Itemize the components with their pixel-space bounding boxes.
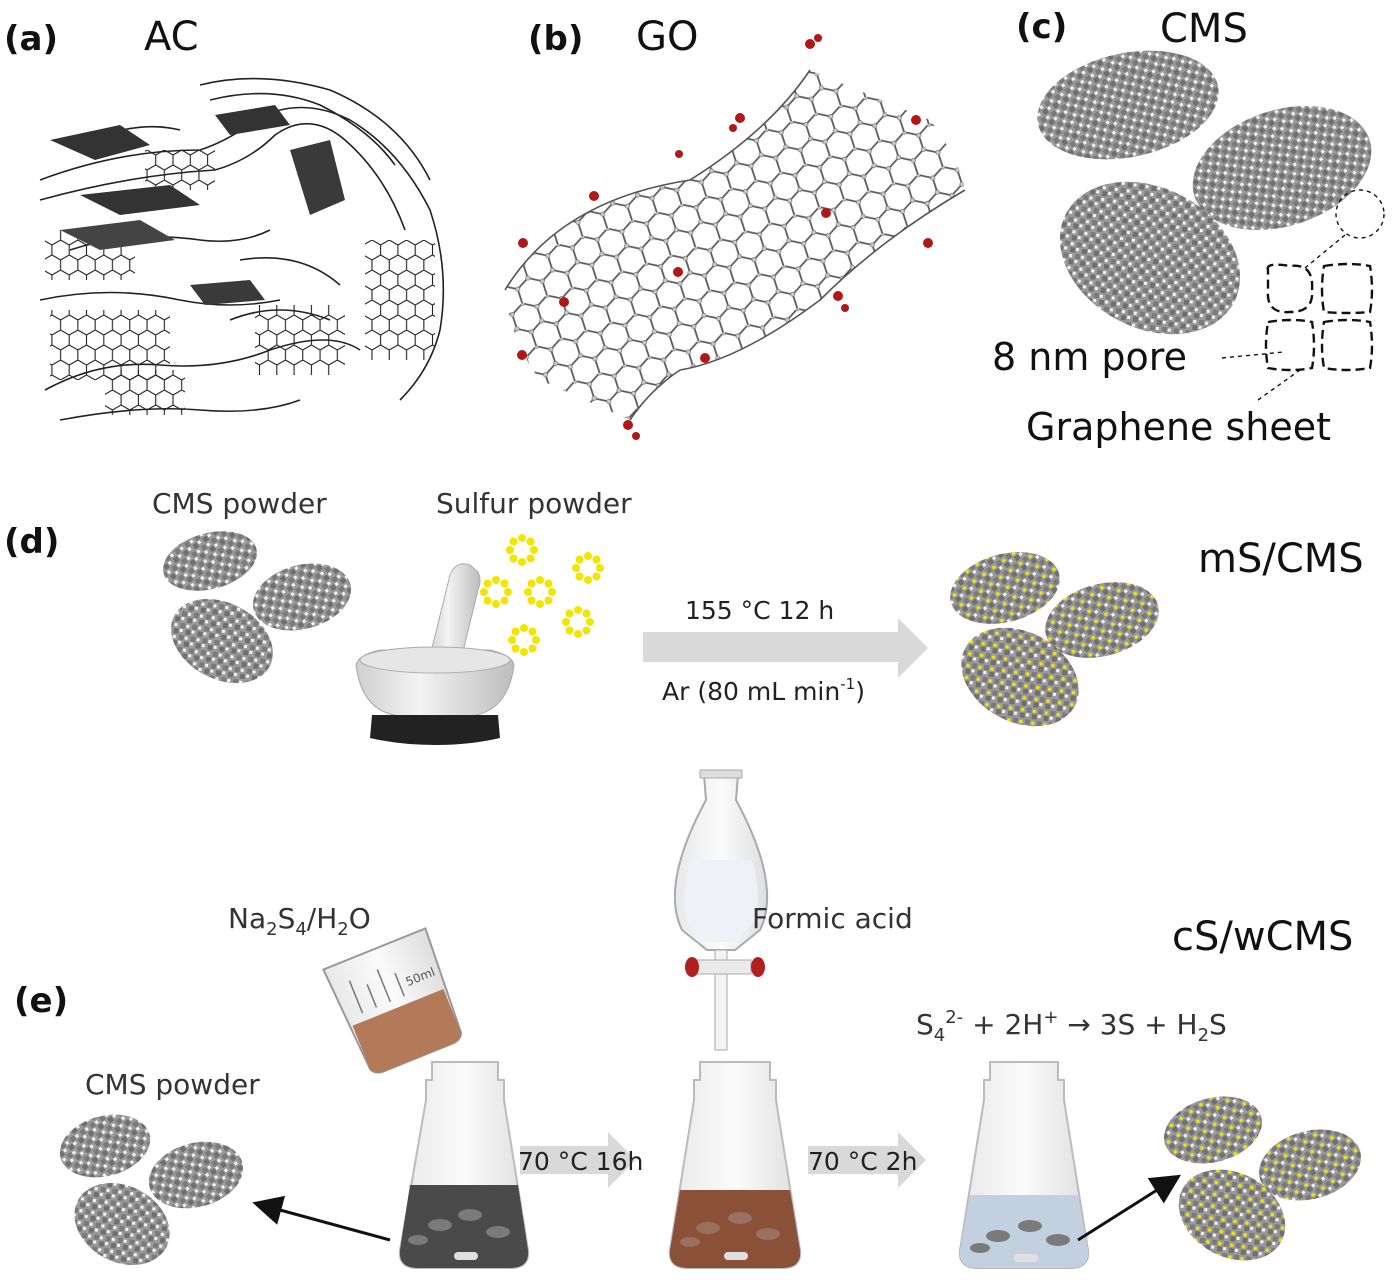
arrow2-label: 70 °C 2h	[808, 1147, 917, 1176]
flask-2	[668, 1061, 802, 1269]
activated-carbon-sketch	[39, 77, 445, 421]
formic-acid-label: Formic acid	[752, 902, 913, 935]
arrow-condition-gas: Ar (80 mL min-1)	[662, 675, 865, 706]
sulfur-loaded-particle	[1178, 1169, 1286, 1261]
process-arrow-2	[808, 1132, 926, 1188]
sulfur-loaded-particle	[1045, 582, 1159, 658]
cms-particle	[1037, 50, 1219, 160]
panel-c: (c) CMS 8 nm pore Graphene sheet	[992, 6, 1385, 449]
zoom-circle	[1335, 189, 1385, 239]
cms-powder-label: CMS powder	[152, 487, 327, 520]
cms-particle	[148, 1141, 244, 1209]
pouring-beaker: 50ml	[322, 927, 463, 1074]
arrow-to-cms	[252, 1195, 391, 1242]
arrow1-label: 70 °C 16h	[518, 1147, 643, 1176]
arrow-to-product	[1077, 1174, 1182, 1242]
process-arrow	[643, 618, 928, 678]
panel-a-letter: (a)	[4, 19, 58, 59]
product-label-cs-wcms: cS/wCMS	[1172, 914, 1353, 960]
panel-a-title: AC	[144, 14, 199, 60]
sulfur-loaded-particle	[1259, 1129, 1361, 1201]
sulfur-loaded-particle	[1163, 1096, 1263, 1164]
sulfur-loaded-particle	[950, 552, 1060, 624]
flask-1	[398, 1061, 530, 1269]
cms-particle	[59, 1114, 151, 1178]
separatory-funnel	[673, 769, 769, 1051]
mortar-and-pestle	[355, 563, 515, 745]
reaction-equation: S42- + 2H+ → 3S + H2S	[916, 1007, 1227, 1046]
cms-particle	[171, 598, 273, 684]
panel-d-letter: (d)	[4, 522, 59, 562]
panel-b-title: GO	[636, 14, 698, 60]
sulfur-loaded-particle	[961, 627, 1079, 727]
process-arrow-1	[520, 1132, 636, 1188]
graphene-oxide-sheet	[504, 69, 966, 421]
cms-particle	[163, 531, 257, 591]
panel-b: (b) GO	[504, 14, 966, 440]
arrow-condition-temperature: 155 °C 12 h	[685, 596, 834, 625]
pore-size-label: 8 nm pore	[992, 335, 1187, 379]
flask-3	[958, 1061, 1090, 1269]
cms-particle	[1059, 181, 1241, 335]
cms-particle	[252, 563, 352, 631]
panel-b-letter: (b)	[528, 19, 583, 59]
panel-c-title: CMS	[1160, 6, 1248, 52]
panel-e-letter: (e)	[14, 981, 68, 1021]
cms-particle	[1192, 105, 1372, 231]
pore-zoom	[1264, 262, 1374, 372]
sulfur-rings	[480, 534, 604, 656]
product-label-ms-cms: mS/CMS	[1198, 536, 1364, 582]
panel-a: (a) AC	[4, 14, 445, 421]
reagent-label: Na2S4/H2O	[228, 902, 371, 940]
panel-d: (d) CMS powder Sulfur powder 155 °C 12 h…	[4, 487, 1364, 745]
panel-e: (e) cS/wCMS Na2S4/H2O 50ml CMS powder 70…	[14, 769, 1361, 1269]
cms-powder-label-e: CMS powder	[85, 1068, 260, 1101]
panel-c-letter: (c)	[1016, 7, 1067, 47]
cms-particle	[74, 1183, 170, 1265]
graphene-sheet-label: Graphene sheet	[1026, 405, 1331, 449]
sulfur-powder-label: Sulfur powder	[436, 487, 632, 520]
oxygen-groups	[517, 34, 933, 440]
